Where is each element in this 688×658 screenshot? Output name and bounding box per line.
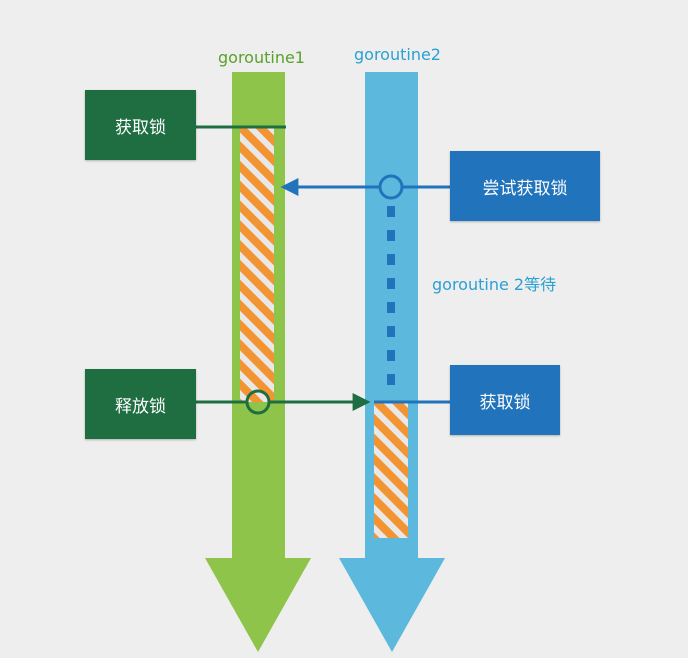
goroutine1-lock-held-bar <box>240 128 274 402</box>
goroutine2-arrowhead <box>339 558 445 652</box>
g1-release-point <box>245 389 271 415</box>
goroutine2-lane <box>339 72 445 652</box>
goroutine2-lock-held-bar <box>374 402 408 538</box>
goroutine1-title: goroutine1 <box>218 48 305 67</box>
goroutine2-title: goroutine2 <box>354 45 441 64</box>
goroutine2-wait-label: goroutine 2等待 <box>432 275 557 294</box>
g1-release-lock-box: 释放锁 <box>85 369 196 439</box>
g2-try-acquire-lock-box: 尝试获取锁 <box>450 151 600 221</box>
goroutine1-lane <box>205 72 311 652</box>
g2-try-point <box>378 174 404 200</box>
goroutine1-arrowhead <box>205 558 311 652</box>
g2-acquire-lock-box: 获取锁 <box>450 365 560 435</box>
g1-acquire-lock-box: 获取锁 <box>85 90 196 160</box>
